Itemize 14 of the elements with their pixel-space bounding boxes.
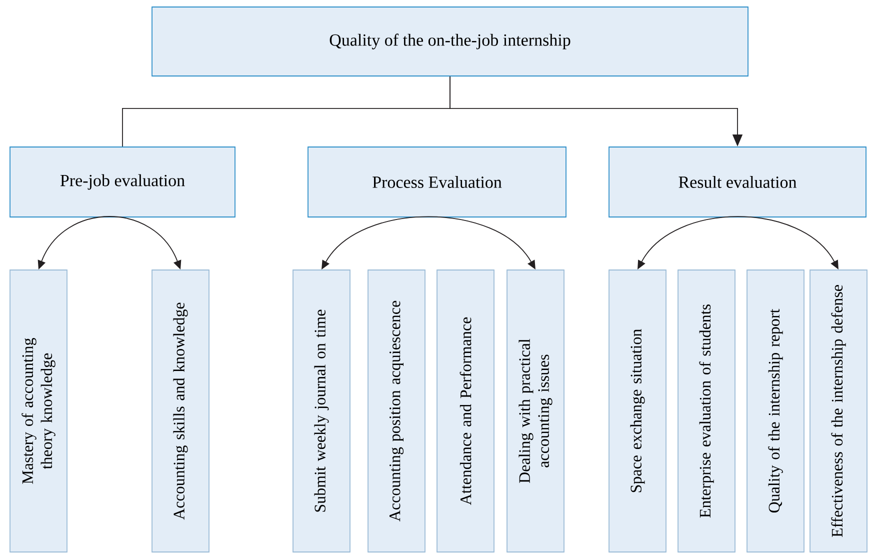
category-box: Pre-job evaluation: [10, 146, 236, 218]
item-box: Mastery of accounting theory knowledge: [10, 270, 68, 552]
item-box: Quality of the internship report: [746, 270, 804, 552]
item-box: Effectiveness of the internship defense: [810, 270, 868, 552]
item-box: Submit weekly journal on time: [292, 270, 350, 552]
category-box: Process Evaluation: [308, 146, 566, 218]
category-box: Result evaluation: [608, 146, 866, 218]
item-box: Space exchange situation: [608, 270, 666, 552]
item-box: Dealing with practical accounting issues: [506, 270, 564, 552]
item-box: Accounting position acquiescence: [368, 270, 426, 552]
item-box: Accounting skills and knowledge: [152, 270, 210, 552]
item-box: Attendance and Performance: [436, 270, 494, 552]
heading-box: Quality of the on-the-job internship: [152, 6, 748, 76]
item-box: Enterprise evaluation of students: [678, 270, 736, 552]
